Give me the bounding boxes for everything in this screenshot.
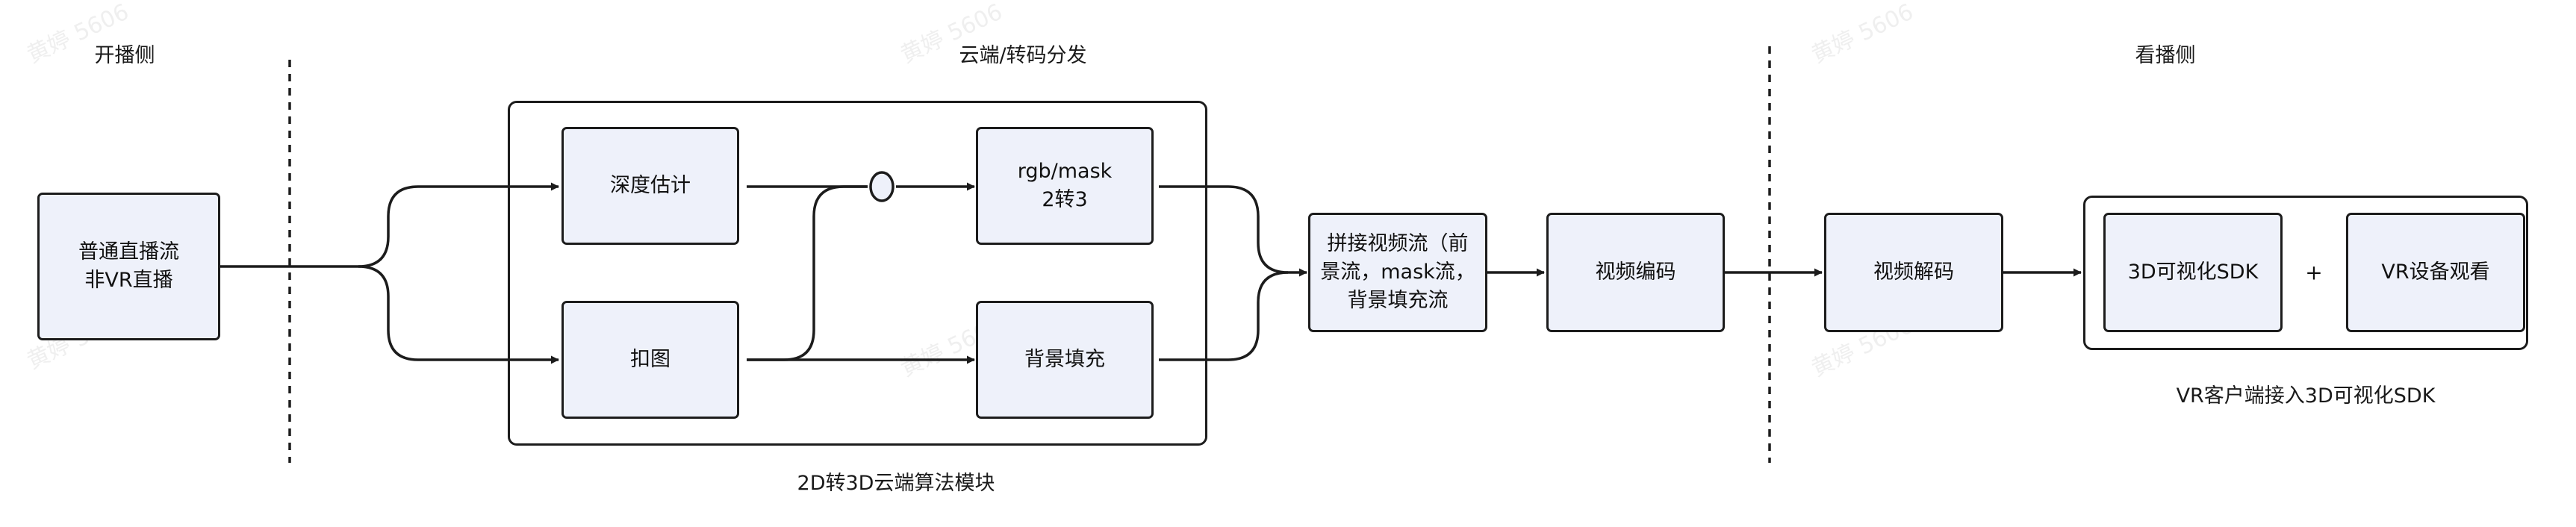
source-stream-label: 普通直播流 非VR直播	[78, 240, 179, 292]
merge-point-icon	[869, 171, 895, 202]
caption-vr-client: VR客户端接入3D可视化SDK	[2176, 384, 2436, 408]
vr-view-label: VR设备观看	[2381, 261, 2490, 284]
background-fill-node: 背景填充	[976, 301, 1154, 419]
section-label-broadcaster: 开播侧	[94, 44, 155, 67]
plus-connector: +	[2305, 260, 2323, 285]
stitch-stream-label: 拼接视频流（前 景流，mask流， 背景填充流	[1320, 232, 1475, 312]
rgb-mask-label: rgb/mask 2转3	[1017, 160, 1113, 211]
arrow-source-to-matting	[358, 265, 559, 364]
rgb-mask-node: rgb/mask 2转3	[976, 127, 1154, 245]
sdk-node: 3D可视化SDK	[2103, 213, 2283, 332]
video-encode-label: 视频编码	[1595, 261, 1676, 284]
depth-estimation-label: 深度估计	[610, 174, 691, 197]
background-fill-label: 背景填充	[1024, 348, 1105, 371]
video-encode-node: 视频编码	[1546, 213, 1725, 332]
line-background-to-stitch	[1159, 271, 1289, 361]
caption-cloud-module: 2D转3D云端算法模块	[797, 472, 995, 495]
video-decode-node: 视频解码	[1824, 213, 2003, 332]
arrow-source-to-depth	[220, 182, 559, 268]
source-stream-node: 普通直播流 非VR直播	[37, 193, 220, 340]
matting-label: 扣图	[630, 348, 671, 371]
vr-client-frame	[2083, 196, 2528, 350]
section-label-cloud: 云端/转码分发	[959, 44, 1087, 67]
video-decode-label: 视频解码	[1873, 261, 1954, 284]
section-label-viewer: 看播侧	[2135, 44, 2196, 67]
arrow-rgb-mask-to-stitch	[1159, 185, 1307, 277]
cloud-algorithm-frame	[508, 101, 1207, 446]
sdk-label: 3D可视化SDK	[2127, 261, 2259, 284]
line-matting-to-merge	[747, 185, 868, 361]
depth-estimation-node: 深度估计	[561, 127, 739, 245]
stitch-stream-node: 拼接视频流（前 景流，mask流， 背景填充流	[1308, 213, 1487, 332]
matting-node: 扣图	[561, 301, 739, 419]
vr-view-node: VR设备观看	[2346, 213, 2525, 332]
